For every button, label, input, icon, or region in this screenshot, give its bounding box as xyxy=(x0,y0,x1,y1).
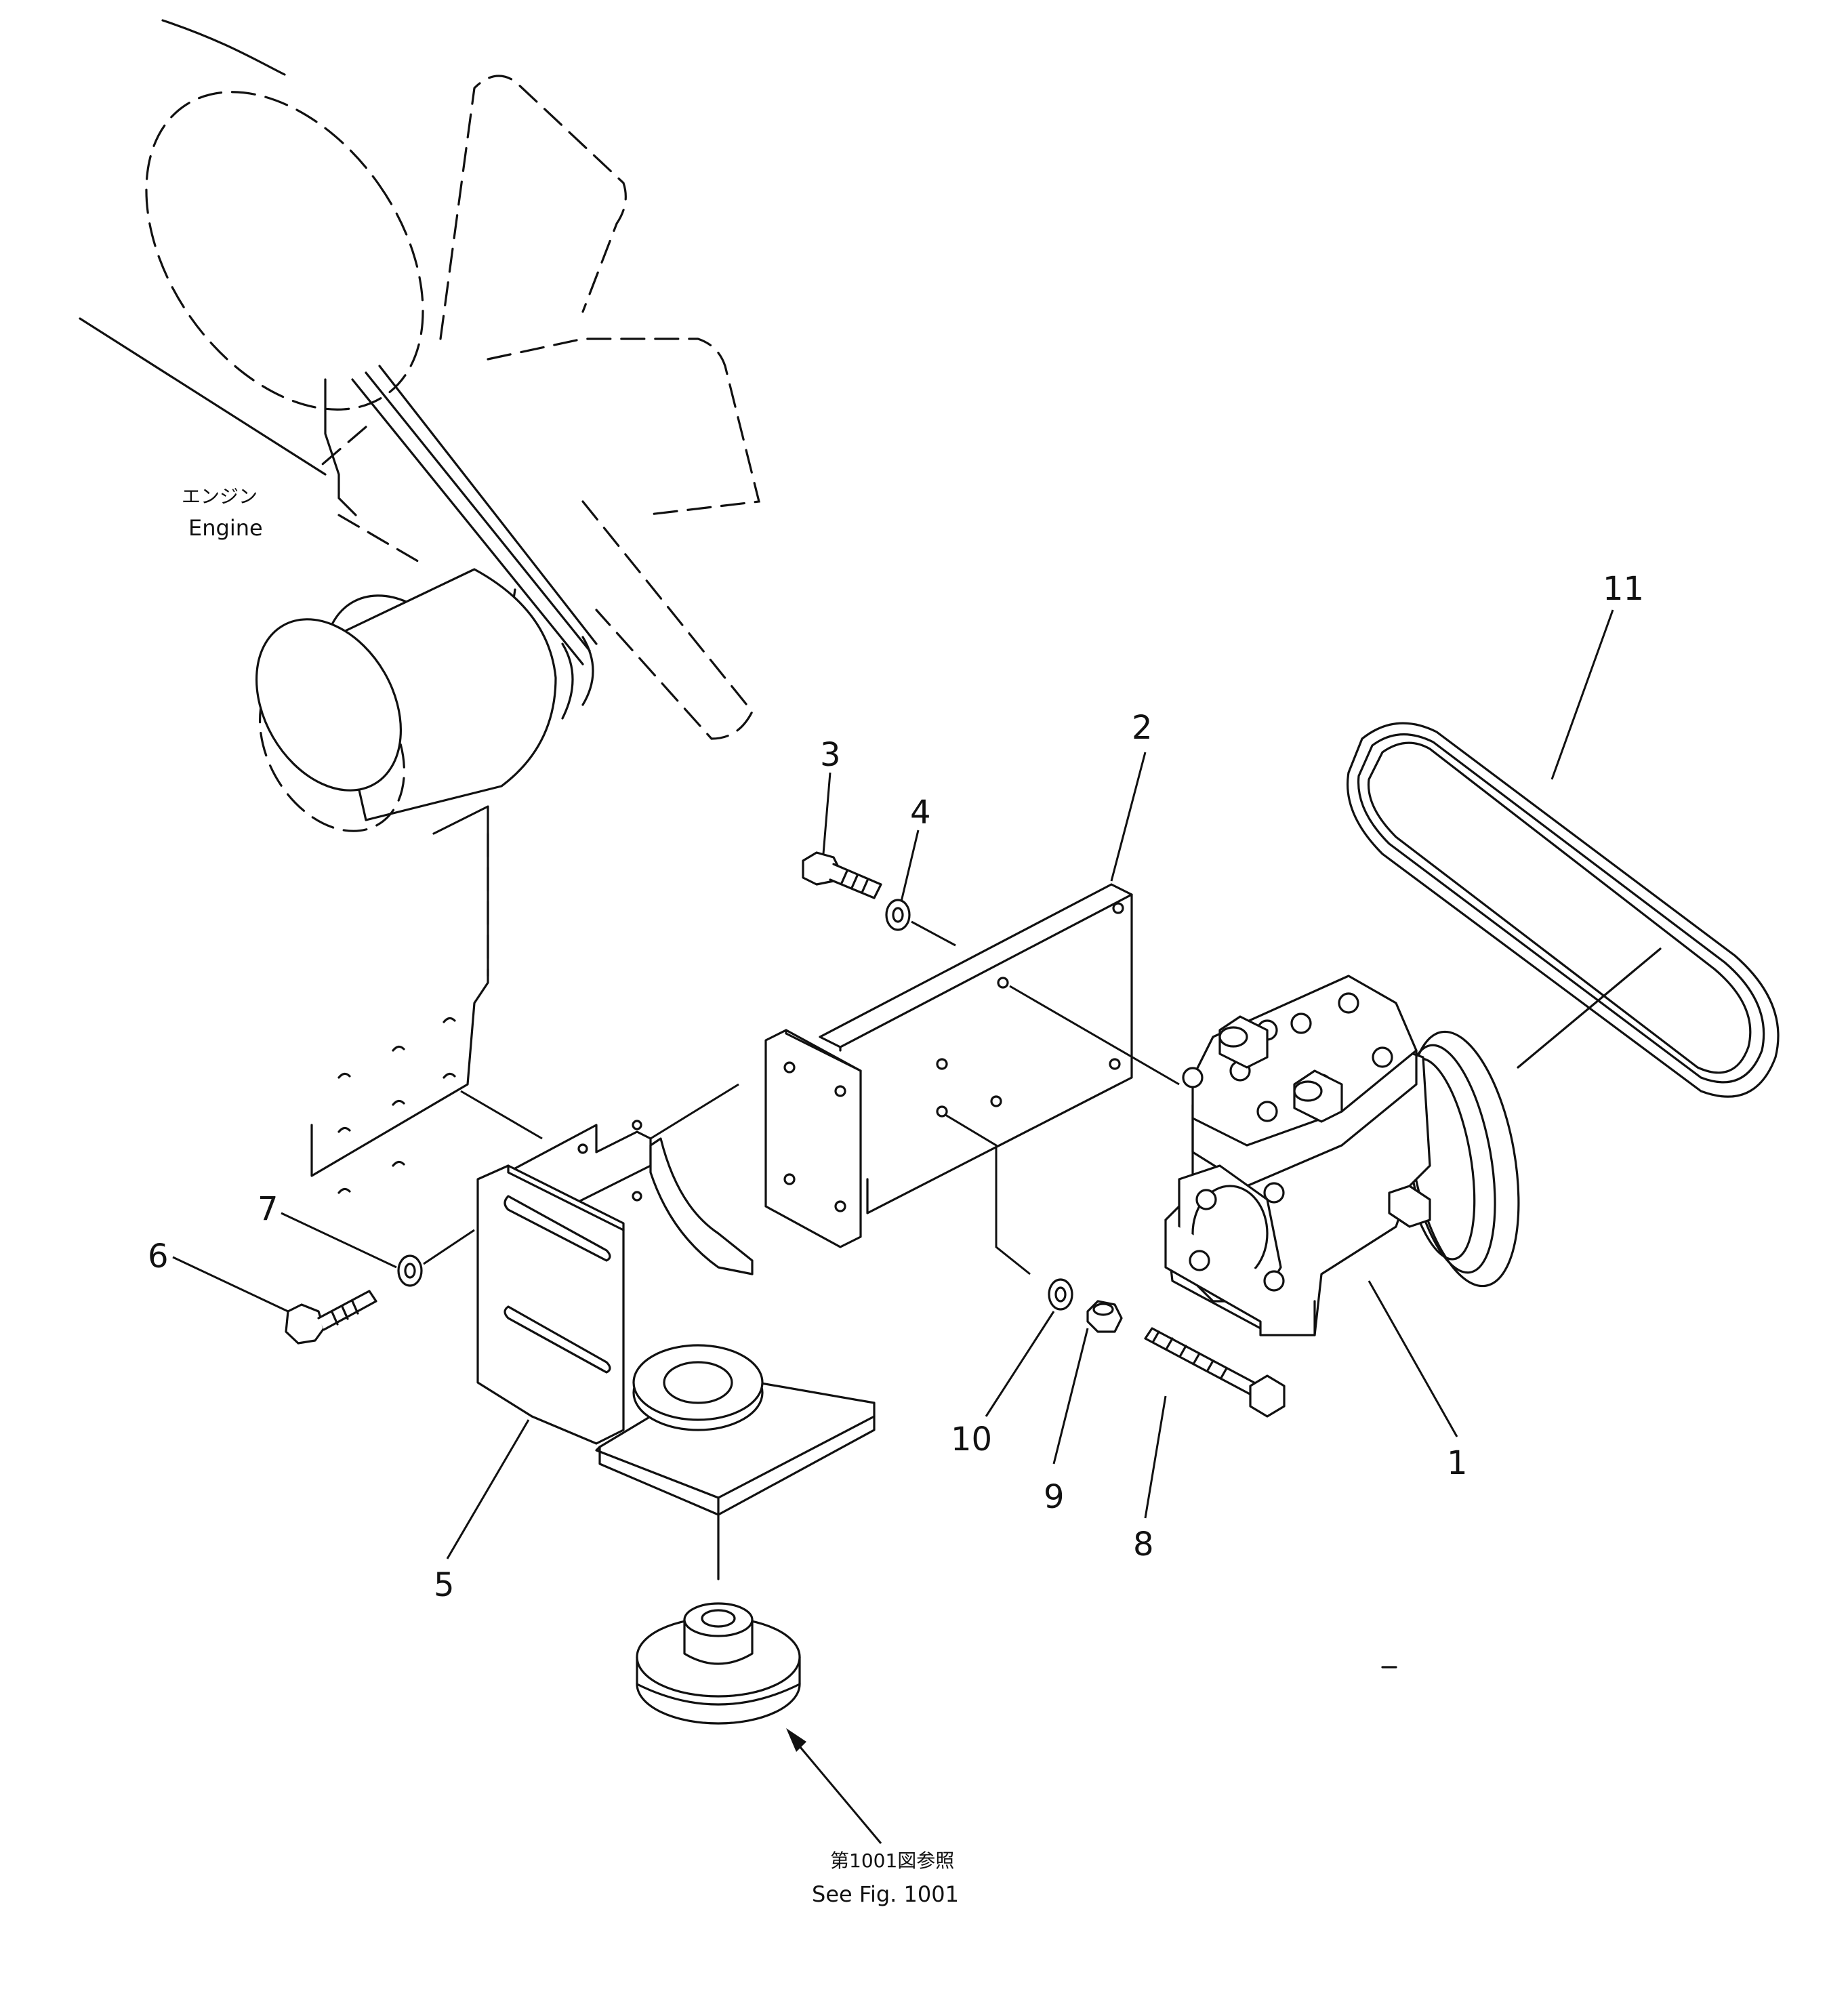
washer-10-icon xyxy=(1048,1278,1073,1311)
callout-4: 4 xyxy=(910,794,931,832)
callout-2: 2 xyxy=(1132,709,1153,747)
callout-11: 11 xyxy=(1603,570,1644,608)
plate-bracket-part-2 xyxy=(764,883,1133,1248)
engine-pulley-icon xyxy=(255,365,598,832)
callout-5: 5 xyxy=(434,1566,455,1604)
fan-blade-icon xyxy=(317,75,760,740)
callout-3: 3 xyxy=(820,736,841,774)
rubber-mount-icon xyxy=(636,1513,882,1844)
engine-bolt-holes xyxy=(337,1017,456,1194)
callout-8: 8 xyxy=(1133,1526,1154,1563)
callout-9: 9 xyxy=(1044,1478,1065,1516)
engine-label-jp: エンジン xyxy=(182,485,258,508)
callout-7: 7 xyxy=(258,1190,279,1228)
v-belt-icon xyxy=(1347,722,1780,1098)
washer-4-icon xyxy=(885,899,956,947)
callout-leaders xyxy=(172,609,1614,1559)
mounting-bracket-icon xyxy=(476,1120,876,1516)
callout-10: 10 xyxy=(951,1420,992,1458)
ac-compressor-icon xyxy=(1164,975,1520,1336)
bolt-3-icon xyxy=(802,851,882,899)
washer-7-icon xyxy=(397,1229,475,1287)
bolt-6-icon xyxy=(285,1290,377,1345)
engine-label-en: Engine xyxy=(188,515,263,541)
assembly-lines xyxy=(460,985,1180,1275)
callout-1: 1 xyxy=(1447,1444,1468,1482)
bolt-8-icon xyxy=(1144,1327,1286,1418)
reference-label-jp: 第1001図参照 xyxy=(830,1849,954,1872)
callout-6: 6 xyxy=(148,1238,169,1275)
reference-label-en: See Fig. 1001 xyxy=(812,1881,959,1907)
nut-9-icon xyxy=(1086,1300,1123,1333)
